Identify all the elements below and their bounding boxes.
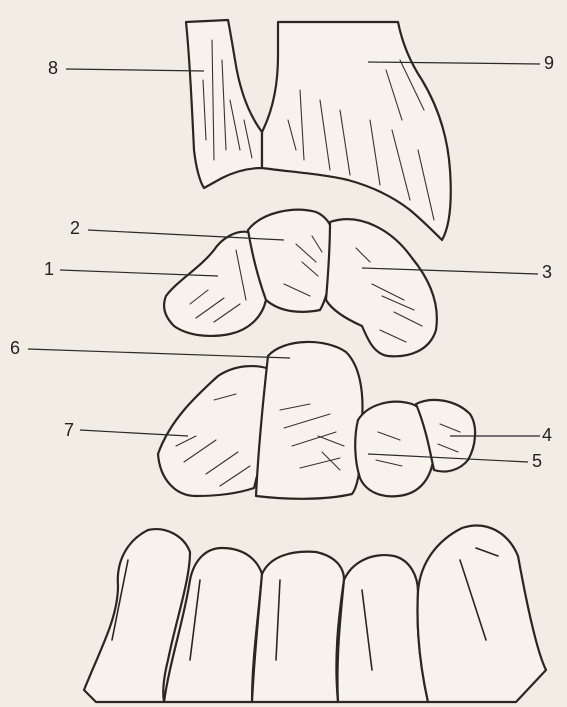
capitate	[256, 342, 362, 499]
label-1: 1	[44, 260, 54, 278]
label-4: 4	[542, 426, 552, 444]
radius-distal-end	[262, 22, 451, 240]
label-6: 6	[10, 339, 20, 357]
label-7: 7	[64, 421, 74, 439]
label-5: 5	[532, 452, 542, 470]
label-2: 2	[70, 219, 80, 237]
metacarpal-bases	[84, 526, 546, 702]
label-3: 3	[542, 263, 552, 281]
label-8: 8	[48, 59, 58, 77]
ulna-shaft	[186, 20, 262, 188]
hamate	[158, 366, 272, 496]
scaphoid	[326, 219, 437, 356]
label-9: 9	[544, 54, 554, 72]
